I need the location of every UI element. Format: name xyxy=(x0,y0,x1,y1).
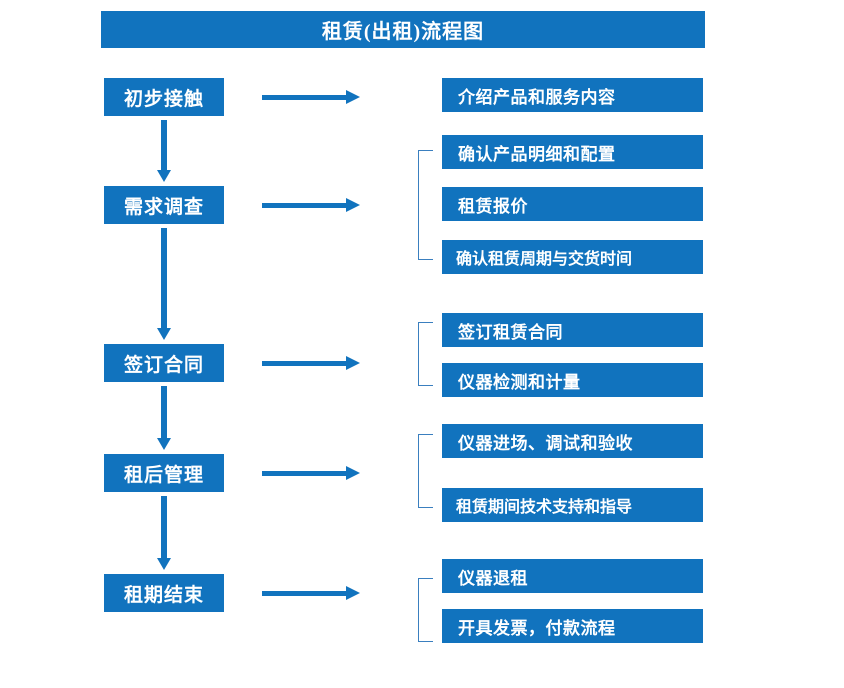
stage-box-3[interactable]: 签订合同 xyxy=(104,344,224,382)
detail-box-8[interactable]: 租赁期间技术支持和指导 xyxy=(442,488,703,522)
arrow-shaft xyxy=(262,95,348,100)
group-bracket-2 xyxy=(418,150,433,260)
arrow-shaft xyxy=(161,228,167,328)
detail-box-4[interactable]: 确认租赁周期与交货时间 xyxy=(442,240,703,274)
down-arrow-2-3 xyxy=(157,228,171,340)
right-arrow-stage-4 xyxy=(262,466,362,480)
right-arrow-stage-3 xyxy=(262,356,362,370)
detail-box-9[interactable]: 仪器退租 xyxy=(442,559,703,593)
down-arrow-4-5 xyxy=(157,496,171,570)
arrow-shaft xyxy=(161,120,167,170)
detail-box-5[interactable]: 签订租赁合同 xyxy=(442,313,703,347)
detail-box-2[interactable]: 确认产品明细和配置 xyxy=(442,135,703,169)
detail-box-10[interactable]: 开具发票，付款流程 xyxy=(442,609,703,643)
detail-box-1[interactable]: 介绍产品和服务内容 xyxy=(442,78,703,112)
right-arrow-stage-1 xyxy=(262,90,362,104)
arrow-head xyxy=(346,356,360,370)
arrow-head xyxy=(157,170,171,182)
arrow-head xyxy=(346,466,360,480)
stage-box-4[interactable]: 租后管理 xyxy=(104,454,224,492)
arrow-shaft xyxy=(161,386,167,438)
right-arrow-stage-2 xyxy=(262,198,362,212)
group-bracket-5 xyxy=(418,578,433,642)
stage-box-2[interactable]: 需求调查 xyxy=(104,186,224,224)
arrow-shaft xyxy=(262,471,348,476)
detail-box-6[interactable]: 仪器检测和计量 xyxy=(442,363,703,397)
arrow-shaft xyxy=(161,496,167,558)
arrow-head xyxy=(157,328,171,340)
arrow-shaft xyxy=(262,591,348,596)
arrow-shaft xyxy=(262,203,348,208)
down-arrow-3-4 xyxy=(157,386,171,450)
arrow-shaft xyxy=(262,361,348,366)
right-arrow-stage-5 xyxy=(262,586,362,600)
arrow-head xyxy=(346,90,360,104)
page-title: 租赁(出租)流程图 xyxy=(101,11,705,48)
arrow-head xyxy=(346,198,360,212)
stage-box-1[interactable]: 初步接触 xyxy=(104,78,224,116)
group-bracket-4 xyxy=(418,434,433,508)
arrow-head xyxy=(346,586,360,600)
detail-box-3[interactable]: 租赁报价 xyxy=(442,187,703,221)
arrow-head xyxy=(157,558,171,570)
stage-box-5[interactable]: 租期结束 xyxy=(104,574,224,612)
arrow-head xyxy=(157,438,171,450)
group-bracket-3 xyxy=(418,322,433,386)
detail-box-7[interactable]: 仪器进场、调试和验收 xyxy=(442,424,703,458)
down-arrow-1-2 xyxy=(157,120,171,182)
